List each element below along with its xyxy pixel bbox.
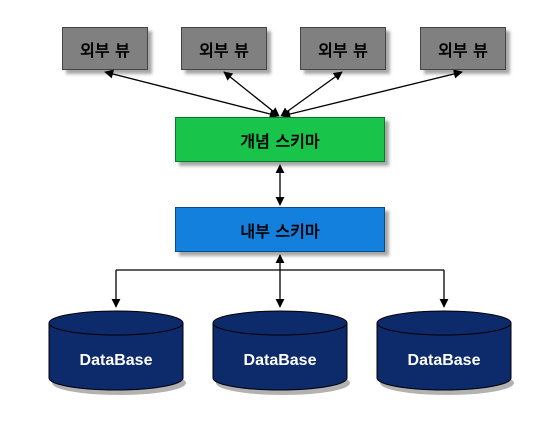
- database-cylinder-1: [48, 310, 186, 395]
- external-view-box-3: 외부 뷰: [300, 27, 386, 70]
- database-label-3: DataBase: [407, 352, 481, 369]
- arrow-external-2: [223, 71, 280, 117]
- database-cylinder-2: [212, 310, 350, 395]
- database-label-1: DataBase: [79, 352, 153, 369]
- external-view-box-2: 외부 뷰: [181, 27, 267, 70]
- external-view-box-1: 외부 뷰: [62, 27, 148, 70]
- external-view-label: 외부 뷰: [318, 40, 368, 60]
- external-view-label: 외부 뷰: [438, 40, 488, 60]
- conceptual-schema-box: 개념 스키마: [175, 117, 385, 162]
- external-view-label: 외부 뷰: [199, 40, 249, 60]
- conceptual-schema-label: 개념 스키마: [240, 131, 320, 151]
- external-view-label: 외부 뷰: [80, 40, 130, 60]
- internal-schema-box: 내부 스키마: [175, 207, 385, 252]
- database-cylinder-3: [376, 310, 514, 395]
- internal-schema-label: 내부 스키마: [240, 221, 320, 241]
- database-label-2: DataBase: [243, 352, 317, 369]
- arrow-external-4: [281, 69, 463, 119]
- external-view-box-4: 외부 뷰: [420, 27, 506, 70]
